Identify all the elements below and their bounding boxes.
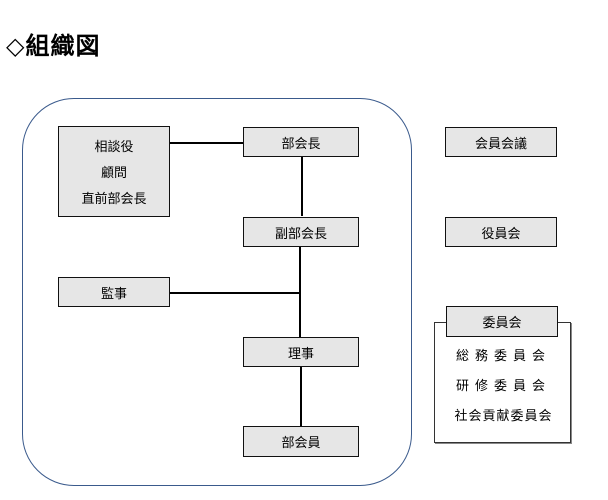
directors-to-members-connector — [300, 367, 302, 426]
advisor-label: 相談役 — [94, 140, 134, 156]
chair-box: 部会長 — [243, 127, 359, 157]
advisors-box: 相談役 顧問 直前部会長 — [58, 126, 170, 217]
chair-to-vice-chair-connector — [301, 157, 303, 216]
council-box: 会員会議 — [445, 127, 557, 157]
page-title: ◇組織図 — [6, 32, 101, 60]
advisors-to-chair-connector — [170, 142, 243, 144]
committee-box: 委員会 — [446, 306, 558, 337]
auditor-box: 監事 — [58, 277, 170, 307]
committee-list-panel: 総務委員会 研修委員会 社会貢献委員会 — [434, 322, 571, 443]
counselor-label: 顧問 — [100, 165, 127, 181]
members-box: 部会員 — [243, 426, 359, 457]
general-affairs-committee: 総務委員会 — [455, 349, 551, 364]
social-contribution-committee: 社会貢献委員会 — [454, 409, 553, 424]
organization-frame — [22, 98, 412, 486]
directors-box: 理事 — [243, 337, 359, 367]
board-box: 役員会 — [445, 217, 557, 247]
auditor-connector — [169, 292, 300, 294]
vice-chair-box: 副部会長 — [243, 217, 359, 247]
former-chair-label: 直前部会長 — [81, 191, 147, 207]
training-committee: 研修委員会 — [455, 379, 551, 394]
vice-chair-to-directors-connector — [299, 247, 301, 337]
